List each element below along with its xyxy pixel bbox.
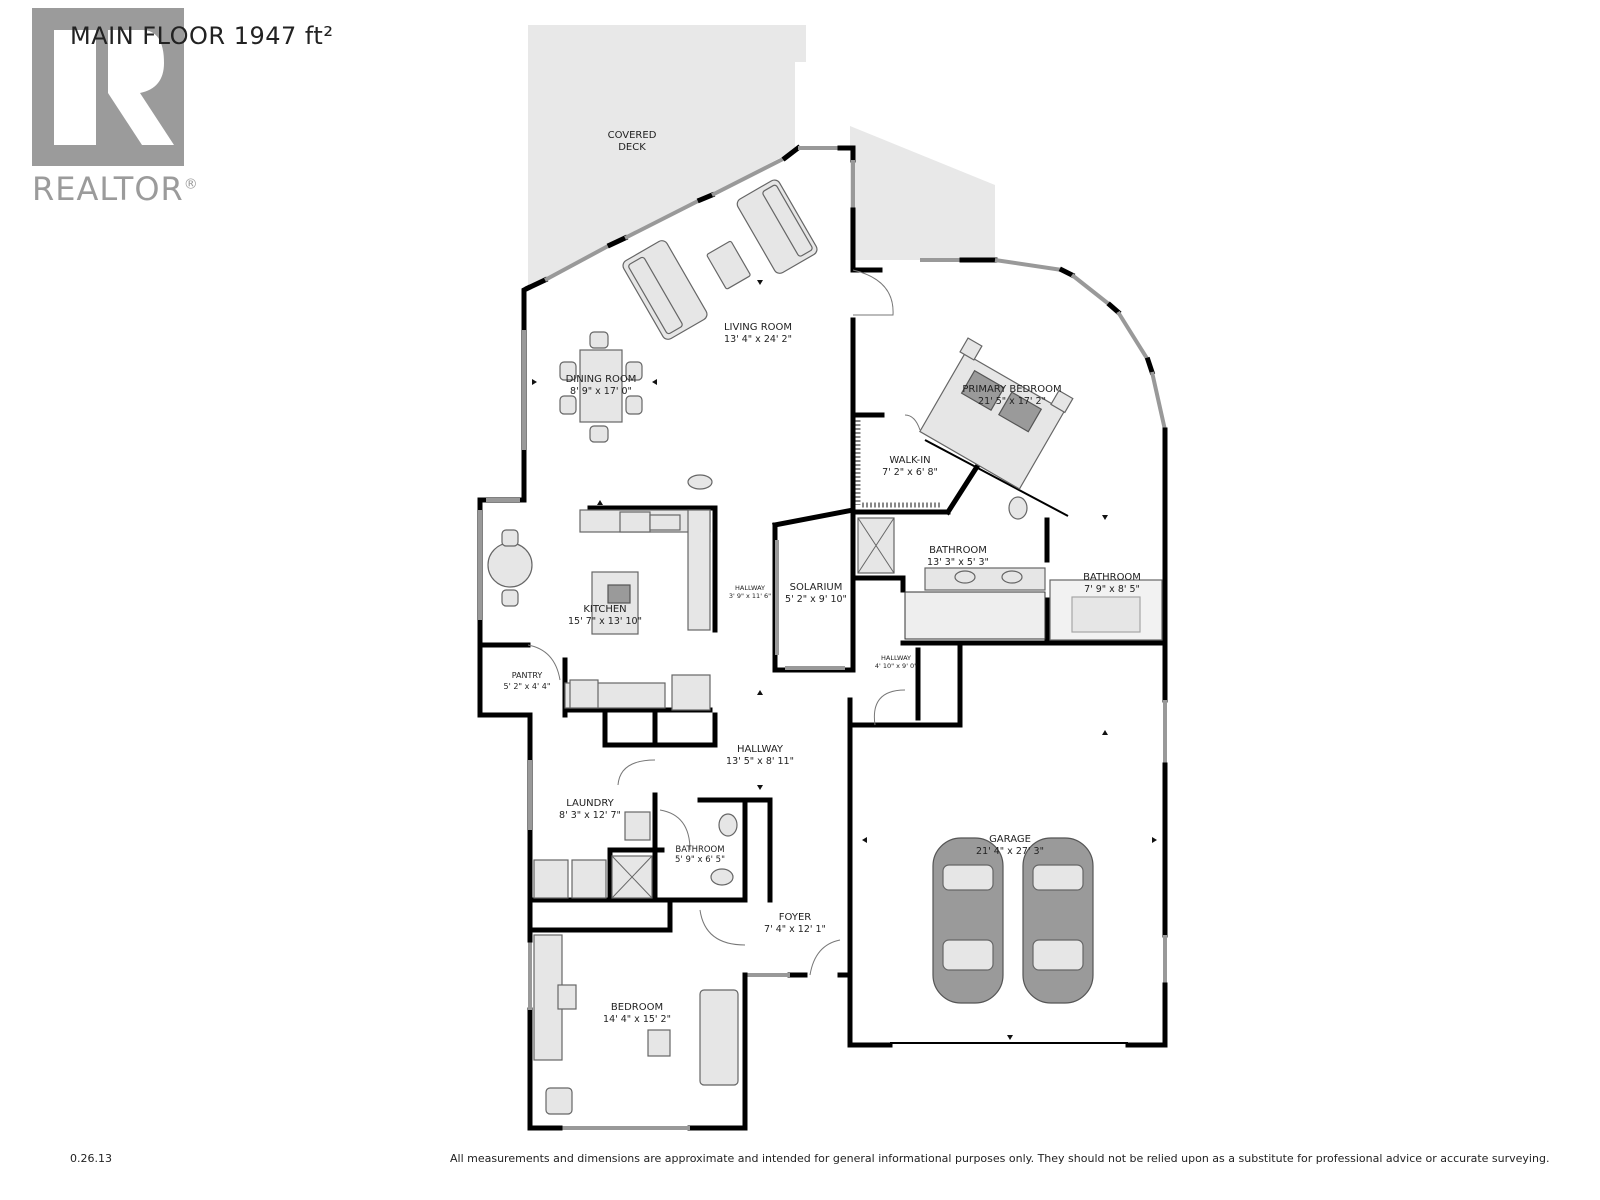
main-bathroom-dims: 5' 9" x 6' 5" [675,855,725,865]
dining-table [559,331,643,443]
main-hallway-name: HALLWAY [737,744,784,755]
tub-bathroom-name: BATHROOM [1083,572,1141,583]
living-room-name: LIVING ROOM [724,322,792,333]
laundry-fixtures [533,811,738,899]
bedroom-furniture [533,934,739,1115]
hallway-small-name: HALLWAY [735,584,765,592]
tub-bathroom-dims: 7' 9" x 8' 5" [1084,584,1140,595]
kitchen-fixtures [487,474,713,711]
living-room-dims: 13' 4" x 24' 2" [724,334,792,345]
pantry-name: PANTRY [512,671,543,680]
kitchen-dims: 15' 7" x 13' 10" [568,616,642,627]
room-labels: COVERED DECK LIVING ROOM 13' 4" x 24' 2"… [503,130,1140,1025]
deck-area-right [850,126,995,260]
laundry-name: LAUNDRY [566,798,614,809]
dimension-arrows [532,280,1157,1040]
realtor-r-icon [32,8,184,166]
pantry-dims: 5' 2" x 4' 4" [503,682,550,691]
hallway-stairs-dims: 4' 10" x 9' 0" [875,662,917,670]
covered-deck-label-1: COVERED [608,130,657,141]
dining-room-dims: 8' 9" x 17' 0" [570,386,632,397]
interior-walls [527,412,1168,933]
covered-deck-area [528,25,806,290]
primary-bedroom-dims: 21' 5" x 17' 2" [978,396,1046,407]
garage-name: GARAGE [989,834,1031,845]
walk-in-name: WALK-IN [889,455,930,466]
foyer-name: FOYER [779,912,812,923]
floor-title: MAIN FLOOR 1947 ft² [70,22,334,50]
main-bathroom-name: BATHROOM [675,845,724,855]
walls [477,144,1168,1131]
hallway-stairs-name: HALLWAY [881,654,911,662]
version-label: 0.26.13 [70,1152,112,1165]
garage-dims: 21' 4" x 27' 3" [976,846,1044,857]
bedroom-name: BEDROOM [611,1002,663,1013]
garage-cars [932,837,1094,1004]
primary-bed [919,337,1074,490]
bedroom-dims: 14' 4" x 15' 2" [603,1014,671,1025]
kitchen-name: KITCHEN [583,604,626,615]
ensuite-bathroom-name: BATHROOM [929,545,987,556]
covered-deck-label-2: DECK [618,142,646,153]
ensuite-bathroom-dims: 13' 3" x 5' 3" [927,557,989,568]
solarium-name: SOLARIUM [790,582,843,593]
realtor-wordmark: REALTOR® [32,170,199,208]
solarium-dims: 5' 2" x 9' 10" [785,594,847,605]
foyer-dims: 7' 4" x 12' 1" [764,924,826,935]
main-hallway-dims: 13' 5" x 8' 11" [726,756,794,767]
staircase [904,591,1046,640]
primary-bedroom-name: PRIMARY BEDROOM [962,384,1061,395]
disclaimer-text: All measurements and dimensions are appr… [450,1152,1550,1165]
living-room-furniture [622,179,818,340]
ensuite-fixtures [857,496,1163,641]
dining-room-name: DINING ROOM [566,374,637,385]
doors [527,269,921,976]
hallway-small-dims: 3' 9" x 11' 6" [729,592,771,600]
laundry-dims: 8' 3" x 12' 7" [559,810,621,821]
walk-in-shelves [855,420,940,508]
walk-in-dims: 7' 2" x 6' 8" [882,467,938,478]
